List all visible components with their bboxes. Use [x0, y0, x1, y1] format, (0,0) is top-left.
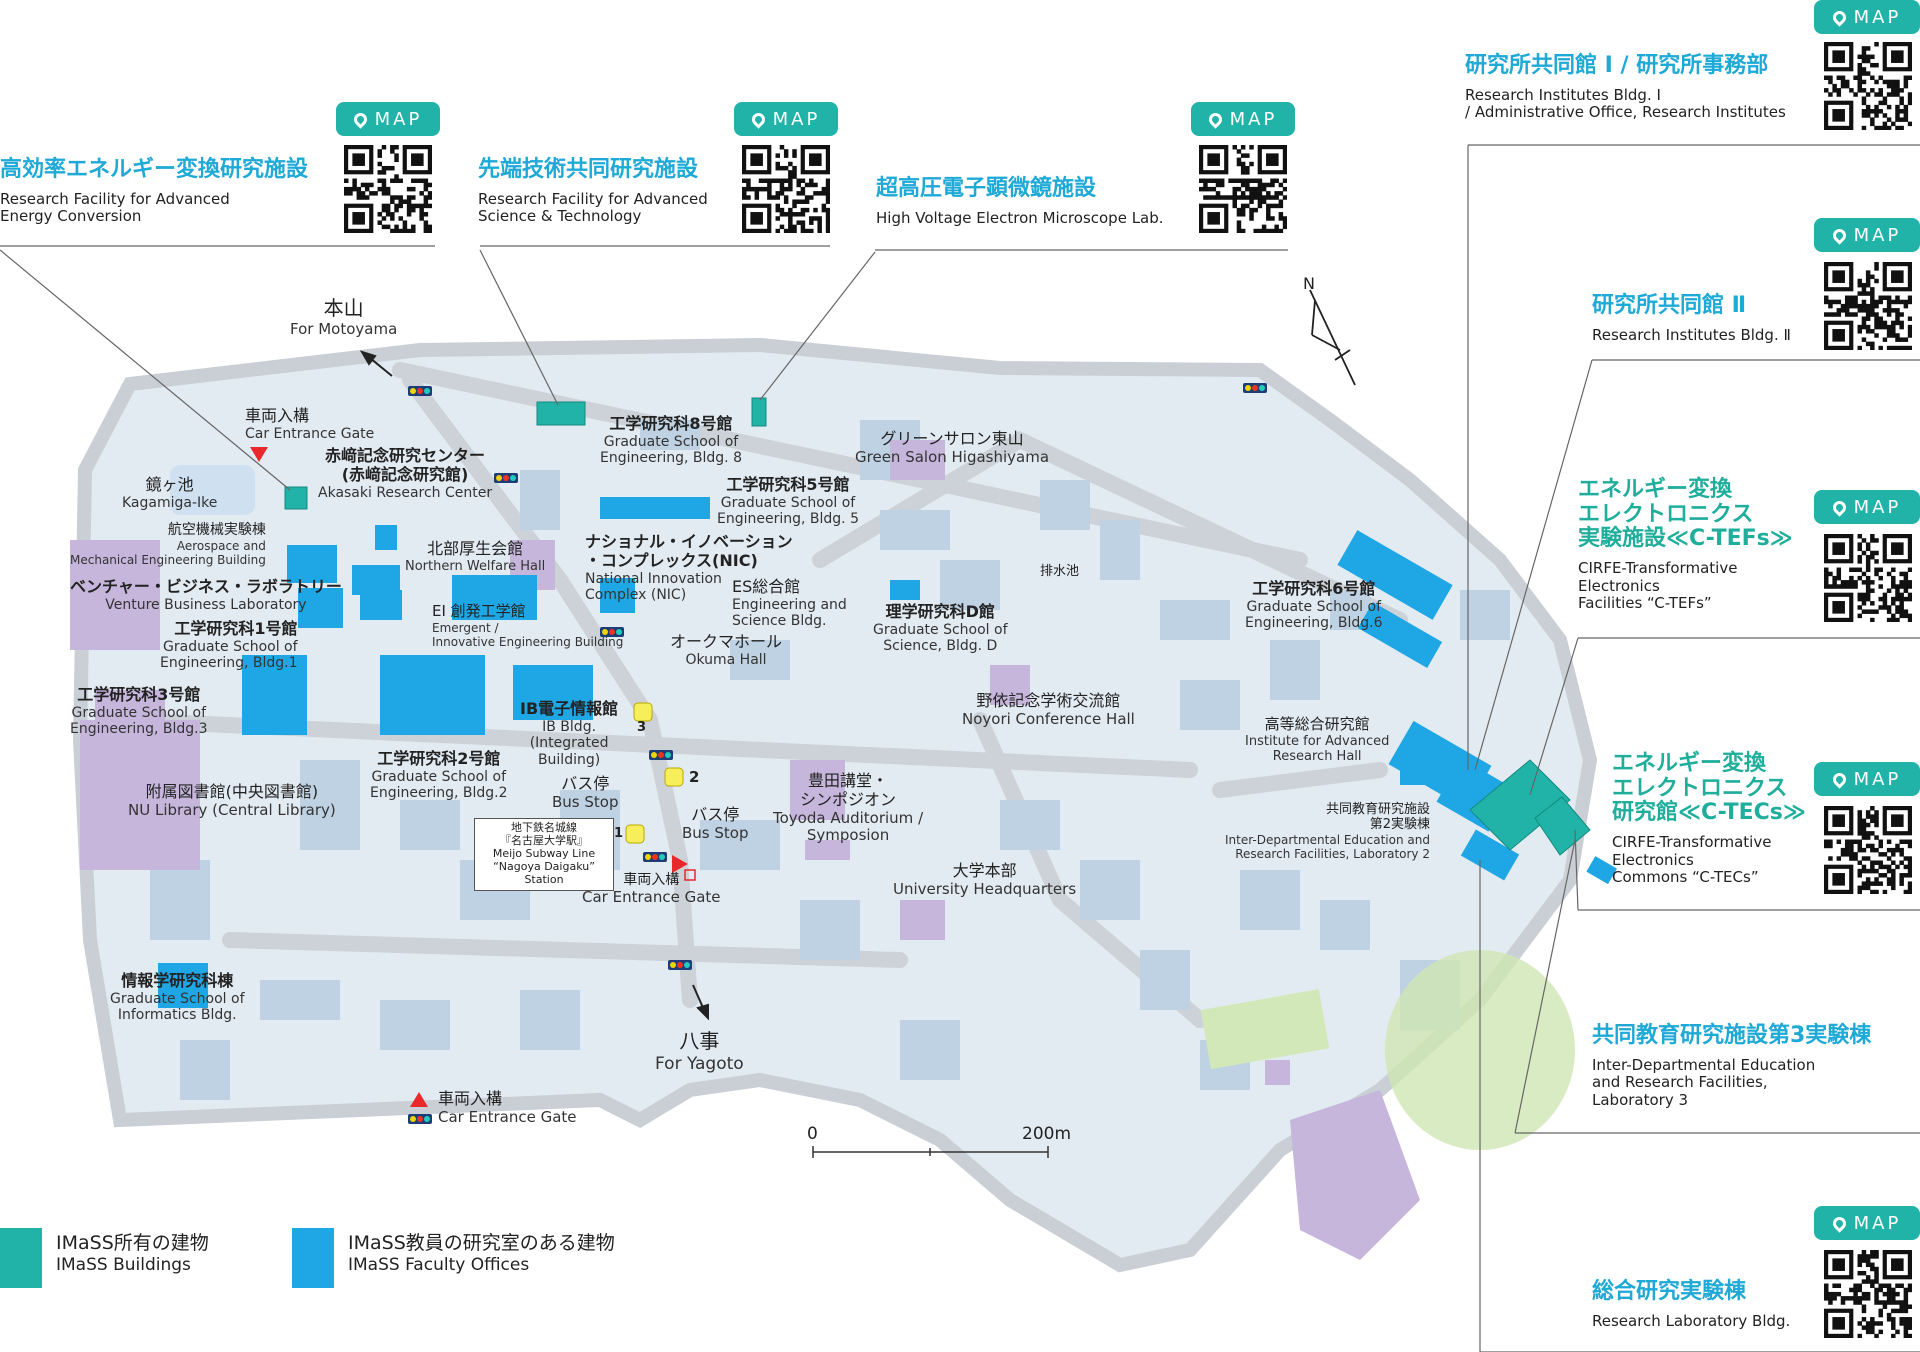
- north-arrow-icon: [1309, 289, 1356, 386]
- callout-lab3: 共同教育研究施設第3実験棟 Inter-Departmental Educati…: [1592, 1023, 1872, 1109]
- label-aerospace: 航空機械実験棟 Aerospace and Mechanical Enginee…: [70, 522, 266, 567]
- qr-code-icon[interactable]: [344, 145, 432, 233]
- callout-ctefs: エネルギー変換 エレクトロニクス 実験施設≪C-TEFs≫ CIRFE-Tran…: [1578, 477, 1793, 613]
- label-gate-north: 車両入構 Car Entrance Gate: [245, 406, 375, 442]
- label-gate-south: 車両入構 Car Entrance Gate: [438, 1089, 577, 1126]
- label-sci-bldg-d: 理学研究科D館 Graduate School of Science, Bldg…: [873, 602, 1008, 655]
- label-nic: ナショナル・イノベーション ・コンプレックス(NIC) National Inn…: [585, 532, 793, 604]
- callout-ri-bldg1: 研究所共同館 Ⅰ / 研究所事務部 Research Institutes Bl…: [1465, 53, 1786, 122]
- callout-energy-conversion: 高効率エネルギー変換研究施設 Research Facility for Adv…: [0, 157, 309, 226]
- callout-hv-microscope: 超高圧電子顕微鏡施設 High Voltage Electron Microsc…: [876, 176, 1164, 227]
- qr-code-icon[interactable]: [1199, 145, 1287, 233]
- public-buildings: [70, 440, 1420, 1260]
- scale-zero: 0: [807, 1124, 818, 1144]
- callout-research-lab: 総合研究実験棟 Research Laboratory Bldg.: [1592, 1279, 1791, 1330]
- qr-code-icon[interactable]: [1824, 806, 1912, 894]
- gate-marker-center: [672, 855, 688, 873]
- label-kagamiga-ike: 鏡ヶ池 Kagamiga-Ike: [122, 475, 218, 511]
- map-button-research-lab[interactable]: MAP: [1814, 1206, 1920, 1240]
- label-lab2: 共同教育研究施設 第2実験棟 Inter-Departmental Educat…: [1225, 802, 1430, 861]
- bus-stop-2-number: 2: [689, 768, 700, 786]
- map-button-ri-bldg2[interactable]: MAP: [1814, 218, 1920, 252]
- map-button-hv-microscope[interactable]: MAP: [1191, 102, 1295, 136]
- north-label: N: [1303, 274, 1315, 293]
- map-pin-icon: [1829, 497, 1849, 517]
- bus-stop-markers: [625, 702, 684, 844]
- leader-lines: [0, 144, 1920, 1352]
- qr-code-icon[interactable]: [1824, 42, 1912, 130]
- legend-imass-buildings: IMaSS所有の建物 IMaSS Buildings: [0, 1228, 209, 1288]
- label-ei-building: EI 創発工学館 Emergent / Innovative Engineeri…: [432, 602, 624, 649]
- subway-station-box: 地下鉄名城線 『名古屋大学駅』 Meijo Subway Line “Nagoy…: [474, 818, 614, 891]
- map-pin-icon: [1205, 109, 1225, 129]
- label-toyoda-auditorium: 豊田講堂・ シンポジオン Toyoda Auditorium / Symposi…: [773, 771, 924, 845]
- label-informatics: 情報学研究科棟 Graduate School of Informatics B…: [110, 971, 245, 1024]
- qr-code-icon[interactable]: [1824, 262, 1912, 350]
- direction-arrows: [359, 350, 709, 1021]
- map-pin-icon: [350, 109, 370, 129]
- qr-code-icon[interactable]: [1824, 534, 1912, 622]
- callout-ctecs: エネルギー変換 エレクトロニクス 研究館≪C-TECs≫ CIRFE-Trans…: [1612, 751, 1806, 887]
- label-es-bldg: ES総合館 Engineering and Science Bldg.: [732, 577, 847, 630]
- label-okuma-hall: オークマホール Okuma Hall: [670, 632, 783, 668]
- scale-max: 200m: [1022, 1124, 1072, 1144]
- label-motoyama: 本山 For Motoyama: [290, 296, 398, 338]
- bus-stop-3-number: 3: [637, 720, 647, 735]
- map-button-energy-conversion[interactable]: MAP: [336, 102, 440, 136]
- label-yagoto: 八事 For Yagoto: [655, 1029, 744, 1074]
- qr-code-icon[interactable]: [1824, 1250, 1912, 1338]
- label-bus-stop-west: バス停 Bus Stop: [552, 774, 619, 811]
- label-vbl: ベンチャー・ビジネス・ラボラトリー Venture Business Labor…: [70, 577, 342, 613]
- subway-entrance: [684, 869, 696, 881]
- label-eng-bldg6: 工学研究科6号館 Graduate School of Engineering,…: [1245, 579, 1383, 632]
- label-bus-stop-east: バス停 Bus Stop: [682, 805, 749, 842]
- label-eng-bldg2: 工学研究科2号館 Graduate School of Engineering,…: [370, 749, 508, 802]
- label-haisuichi: 排水池: [1040, 564, 1080, 579]
- gate-marker-north: [250, 447, 268, 462]
- label-eng-bldg3: 工学研究科3号館 Graduate School of Engineering,…: [70, 685, 208, 738]
- label-green-salon: グリーンサロン東山 Green Salon Higashiyama: [855, 429, 1050, 466]
- map-pin-icon: [1829, 7, 1849, 27]
- label-akasaki: 赤﨑記念研究センター (赤﨑記念研究館) Akasaki Research Ce…: [318, 446, 493, 501]
- label-ib-bldg: IB電子情報館 IB Bldg. (Integrated Building): [520, 699, 619, 768]
- qr-code-icon[interactable]: [742, 145, 830, 233]
- label-noyori-hall: 野依記念学術交流館 Noyori Conference Hall: [962, 691, 1135, 728]
- gate-marker-south: [410, 1092, 428, 1107]
- callout-ri-bldg2: 研究所共同館 Ⅱ Research Institutes Bldg. Ⅱ: [1592, 293, 1791, 344]
- imass-faculty-buildings: [158, 497, 1617, 1008]
- label-welfare: 北部厚生会館 Northern Welfare Hall: [405, 539, 546, 574]
- map-button-advanced-tech[interactable]: MAP: [734, 102, 838, 136]
- map-pin-icon: [1829, 225, 1849, 245]
- label-library: 附属図書館(中央図書館) NU Library (Central Library…: [128, 782, 336, 819]
- label-eng-bldg8: 工学研究科8号館 Graduate School of Engineering,…: [600, 414, 742, 467]
- scale-bar: [812, 1146, 1049, 1158]
- imass-owned-buildings: [284, 397, 1591, 856]
- callout-advanced-tech: 先端技術共同研究施設 Research Facility for Advance…: [478, 157, 708, 226]
- bus-stop-1-number: 1: [614, 826, 624, 841]
- map-button-ctecs[interactable]: MAP: [1814, 762, 1920, 796]
- map-pin-icon: [1829, 769, 1849, 789]
- label-eng-bldg5: 工学研究科5号館 Graduate School of Engineering,…: [717, 475, 859, 528]
- legend-swatch-teal: [0, 1228, 42, 1288]
- legend-imass-faculty-offices: IMaSS教員の研究室のある建物 IMaSS Faculty Offices: [292, 1228, 615, 1288]
- map-button-ri-bldg1[interactable]: MAP: [1814, 0, 1920, 34]
- label-ias: 高等総合研究館 Institute for Advanced Research …: [1245, 715, 1390, 765]
- traffic-lights: [408, 383, 1267, 1124]
- green-area: [1200, 989, 1330, 1070]
- map-button-ctefs[interactable]: MAP: [1814, 490, 1920, 524]
- label-gate-center: 車両入構 Car Entrance Gate: [582, 872, 721, 906]
- label-eng-bldg1: 工学研究科1号館 Graduate School of Engineering,…: [160, 619, 298, 672]
- label-university-hq: 大学本部 University Headquarters: [893, 861, 1077, 898]
- kagamiga-ike-pond: [170, 465, 255, 515]
- map-pin-icon: [748, 109, 768, 129]
- map-pin-icon: [1829, 1213, 1849, 1233]
- legend-swatch-blue: [292, 1228, 334, 1288]
